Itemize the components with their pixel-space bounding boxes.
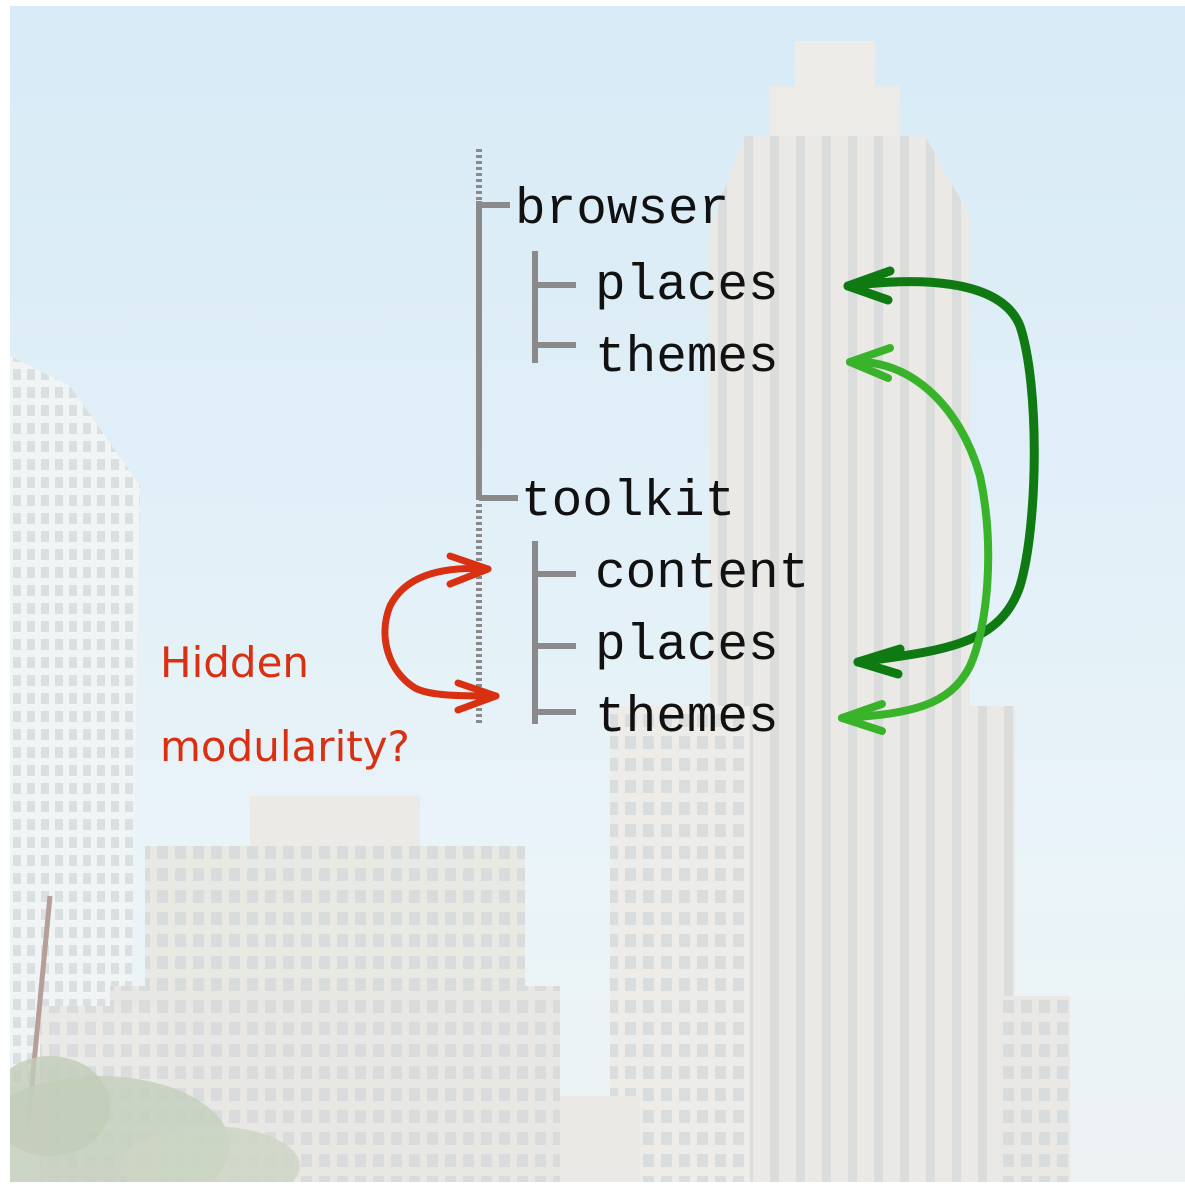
browser-label: browser (515, 182, 730, 239)
toolkit-themes-label: themes (595, 690, 779, 747)
left-tower (10, 356, 140, 1086)
places-link-arrow (843, 266, 1039, 679)
browser-places-label: places (595, 258, 779, 315)
annotation-line2: modularity? (160, 722, 410, 771)
lower-building (40, 796, 560, 1182)
slide: browser places themes toolkit content pl… (10, 6, 1185, 1182)
browser-themes-label: themes (595, 330, 779, 387)
themes-link-arrow (838, 344, 993, 735)
toolkit-label: toolkit (521, 474, 736, 531)
trees (10, 1056, 300, 1182)
annotation-line1: Hidden (160, 638, 310, 687)
diagram-overlay (381, 149, 1039, 735)
toolkit-places-label: places (595, 618, 779, 675)
hidden-modularity-arrow (381, 552, 500, 714)
toolkit-content-label: content (595, 546, 810, 603)
